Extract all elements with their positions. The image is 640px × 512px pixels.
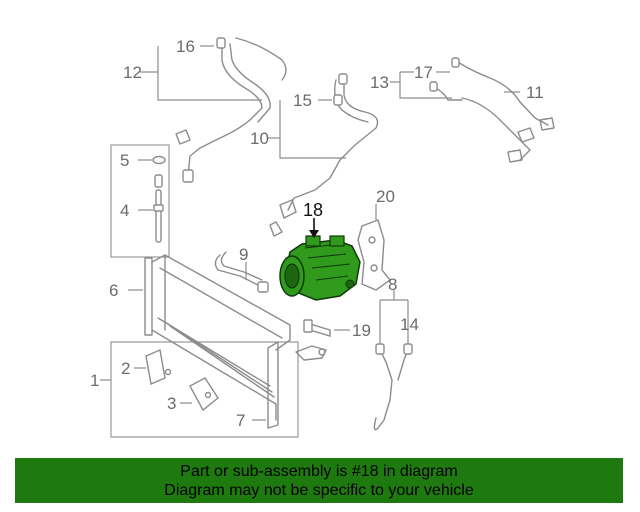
part-8-harness[interactable]: 8 xyxy=(373,275,413,431)
callout-4: 4 xyxy=(120,201,129,220)
callout-5: 5 xyxy=(120,151,129,170)
part-17-cap[interactable]: 17 xyxy=(414,63,450,82)
callout-19: 19 xyxy=(352,321,371,340)
callout-10: 10 xyxy=(250,129,269,148)
parts-diagram: 5 4 6 7 1 2 xyxy=(90,37,555,438)
info-banner: Part or sub-assembly is #18 in diagram D… xyxy=(15,458,623,503)
callout-14: 14 xyxy=(400,315,419,334)
callout-12: 12 xyxy=(123,63,142,82)
banner-line-2: Diagram may not be specific to your vehi… xyxy=(164,482,474,499)
callout-6: 6 xyxy=(109,281,118,300)
part-6-condenser[interactable]: 6 xyxy=(109,254,291,429)
part-1-condenser-assembly[interactable]: 1 xyxy=(90,371,111,390)
part-3-bracket[interactable]: 3 xyxy=(167,377,219,413)
part-12-ac-line[interactable]: 12 xyxy=(123,37,287,183)
callout-7: 7 xyxy=(236,411,245,430)
part-5-cap[interactable]: 5 xyxy=(120,151,166,170)
receiver-drier-box xyxy=(110,144,170,258)
part-7-bracket[interactable]: 7 xyxy=(236,411,266,430)
callout-18: 18 xyxy=(303,200,323,220)
callout-17: 17 xyxy=(414,63,433,82)
callout-13: 13 xyxy=(370,73,389,92)
callout-8: 8 xyxy=(388,275,397,294)
part-18-compressor[interactable]: 18 xyxy=(279,200,361,301)
callout-16: 16 xyxy=(176,37,195,56)
part-9-hose[interactable]: 9 xyxy=(214,245,269,293)
part-2-bracket[interactable]: 2 xyxy=(121,349,172,385)
condenser-fitting xyxy=(295,345,327,361)
part-13-group[interactable]: 13 xyxy=(370,71,452,99)
part-15-cap[interactable]: 15 xyxy=(293,91,332,110)
part-19-bolt[interactable]: 19 xyxy=(303,319,371,340)
callout-1: 1 xyxy=(90,371,99,390)
part-20-bracket[interactable]: 20 xyxy=(357,187,395,291)
callout-9: 9 xyxy=(239,245,248,264)
callout-2: 2 xyxy=(121,359,130,378)
part-11-ac-line[interactable]: 11 xyxy=(429,57,555,163)
callout-3: 3 xyxy=(167,394,176,413)
part-16-cap[interactable]: 16 xyxy=(176,37,214,56)
part-14-switch[interactable]: 14 xyxy=(400,315,419,334)
banner-line-1: Part or sub-assembly is #18 in diagram xyxy=(180,463,458,480)
part-4-desiccant[interactable]: 4 xyxy=(120,174,164,243)
condenser-group-box xyxy=(110,341,299,438)
callout-11: 11 xyxy=(526,83,544,102)
callout-15: 15 xyxy=(293,91,312,110)
callout-20: 20 xyxy=(376,187,395,206)
part-10-ac-line[interactable]: 10 xyxy=(250,73,379,237)
